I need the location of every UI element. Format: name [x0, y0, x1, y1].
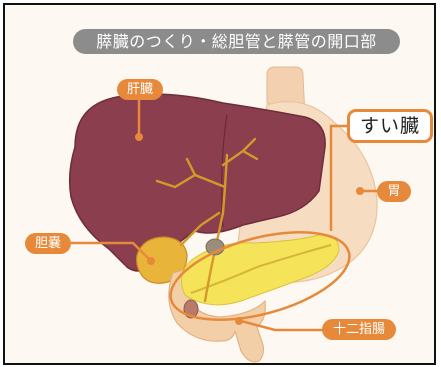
- duodenum-label: 十二指腸: [322, 319, 396, 340]
- gallbladder-label: 胆嚢: [25, 233, 71, 254]
- pancreas-label: すい臓: [347, 109, 433, 143]
- stomach-label: 胃: [377, 181, 411, 202]
- diagram-frame: 膵臓のつくり・総胆管と膵管の開口部: [3, 3, 436, 365]
- liver-label: 肝臓: [117, 79, 163, 100]
- anatomy-illustration: [5, 5, 436, 365]
